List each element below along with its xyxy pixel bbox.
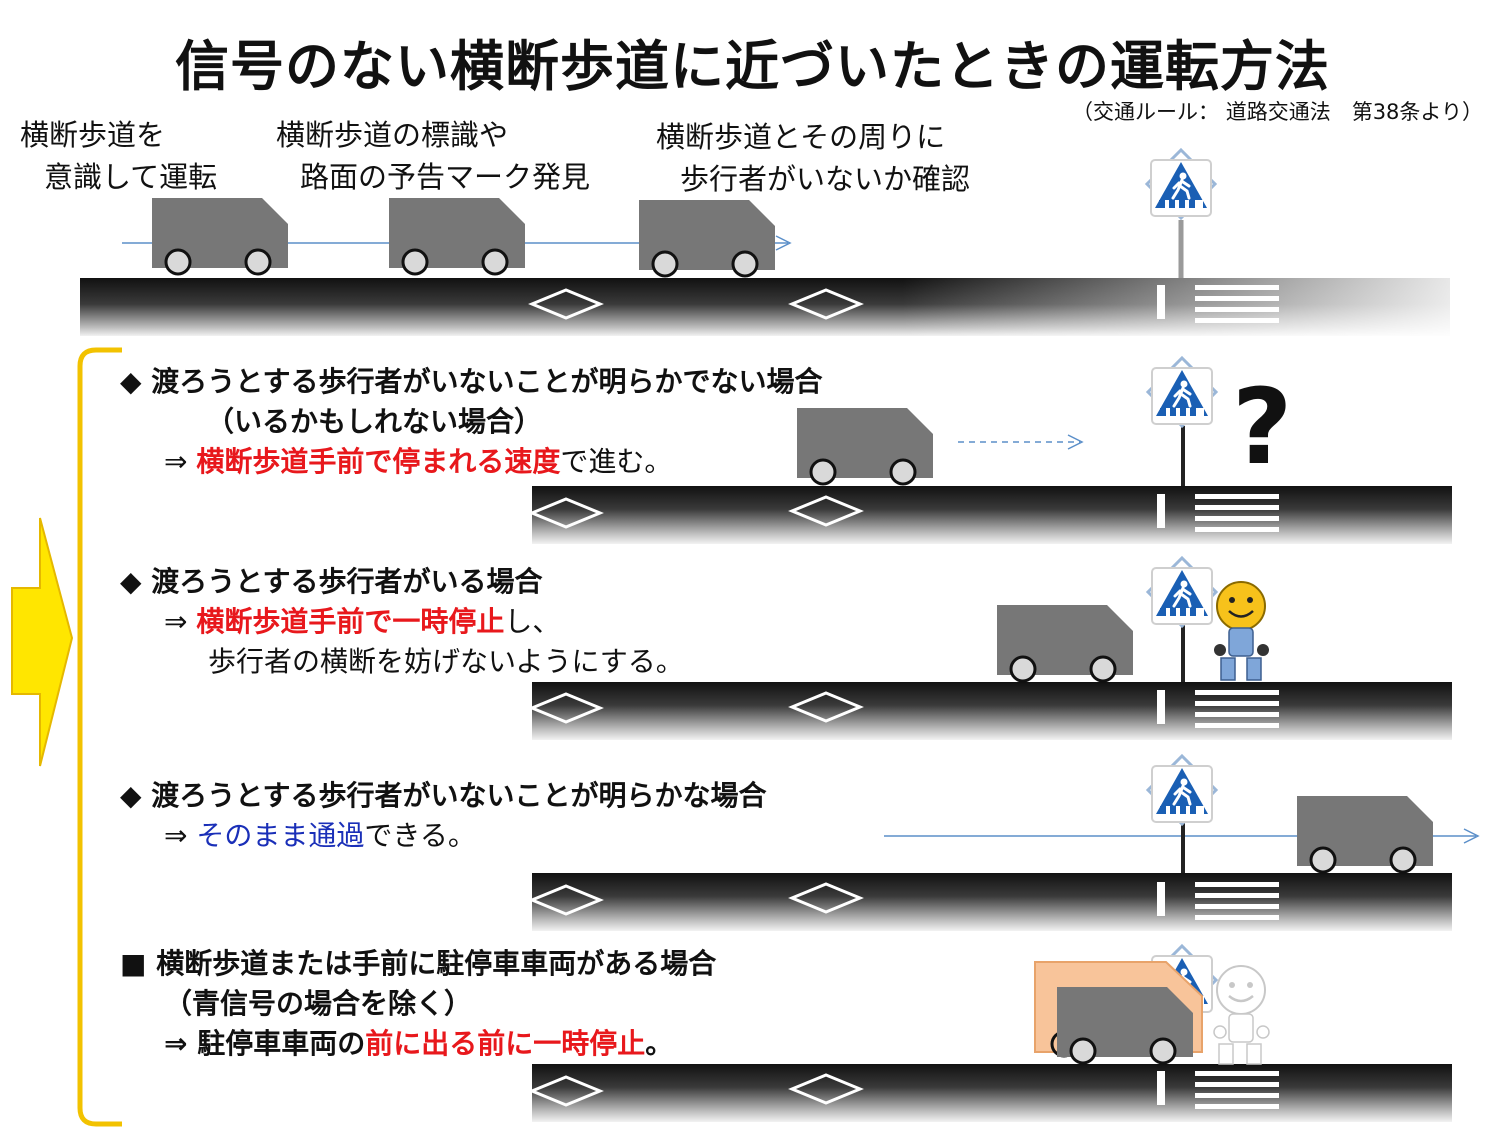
crosswalk-sign-icon (1146, 556, 1218, 682)
case-4-pre: 駐停車車両の (197, 1027, 366, 1060)
case-1-emphasis: 横断歩道手前で停まれる速度 (196, 445, 561, 478)
implies-icon: ⇒ (164, 819, 188, 852)
step-2-text: 横断歩道の標識や 路面の予告マーク発見 (276, 114, 590, 198)
truck-icon (995, 603, 1135, 683)
truck-icon (1055, 985, 1195, 1065)
zebra-crossing (1157, 882, 1279, 920)
zebra-crossing (1157, 1071, 1279, 1109)
crosswalk-sign-icon (1146, 754, 1218, 873)
road-diamond-marking (790, 1073, 862, 1105)
case-4-text: ■ 横断歩道または手前に駐停車車両がある場合 （青信号の場合を除く） ⇒ 駐停車… (120, 944, 716, 1064)
crosswalk-sign-icon (1146, 356, 1218, 486)
page-title: 信号のない横断歩道に近づいたときの運転方法 (175, 35, 1330, 98)
diamond-bullet-icon: ◆ (120, 365, 142, 398)
diamond-bullet-icon: ◆ (120, 779, 142, 812)
zebra-crossing (1157, 494, 1279, 532)
case-1-heading: 渡ろうとする歩行者がいないことが明らかでない場合 (151, 365, 823, 398)
crosswalk-sign-icon (1145, 148, 1217, 278)
case-1-dashed-arrow (958, 434, 1084, 450)
case-2-road (532, 682, 1452, 740)
step-2-line2: 路面の予告マーク発見 (300, 160, 591, 194)
step-3-line2: 歩行者がいないか確認 (680, 162, 971, 196)
faded-pedestrian-icon (1213, 965, 1270, 1065)
road-diamond-marking (790, 495, 862, 527)
step-3-text: 横断歩道とその周りに 歩行者がいないか確認 (656, 116, 970, 200)
step-1-line1: 横断歩道を (20, 118, 166, 152)
case-4-sub: （青信号の場合を除く） (164, 987, 473, 1020)
case-3-road (532, 873, 1452, 931)
case-4-rest: 。 (645, 1027, 674, 1060)
truck-icon (637, 198, 777, 278)
smiley-pedestrian-icon (1214, 581, 1269, 681)
implies-icon: ⇒ (164, 445, 188, 478)
case-2-line3: 歩行者の横断を妨げないようにする。 (208, 645, 684, 678)
truck-icon (387, 196, 527, 276)
case-2-text: ◆ 渡ろうとする歩行者がいる場合 ⇒ 横断歩道手前で一時停止し、 歩行者の横断を… (120, 562, 684, 682)
case-2-rest: し、 (504, 605, 561, 638)
case-3-text: ◆ 渡ろうとする歩行者がいないことが明らかな場合 ⇒ そのまま通過できる。 (120, 776, 766, 856)
diamond-bullet-icon: ◆ (120, 565, 142, 598)
case-2-heading: 渡ろうとする歩行者がいる場合 (151, 565, 543, 598)
step-1-text: 横断歩道を 意識して運転 (20, 114, 217, 198)
road-diamond-marking (790, 691, 862, 723)
road-diamond-marking (530, 692, 602, 724)
case-3-rest: できる。 (364, 819, 476, 852)
case-1-rest: で進む。 (560, 445, 673, 478)
source-note: （交通ルール： 道路交通法 第38条より） (1072, 100, 1483, 124)
case-2-emphasis: 横断歩道手前で一時停止 (196, 605, 505, 638)
yellow-arrow (11, 517, 74, 767)
road-diamond-marking (530, 288, 602, 320)
road-diamond-marking (790, 882, 862, 914)
case-4-road (532, 1064, 1452, 1122)
road-diamond-marking (790, 288, 862, 320)
road-diamond-marking (530, 884, 602, 916)
square-bullet-icon: ■ (120, 947, 147, 980)
truck-icon (150, 196, 290, 276)
case-1-road (532, 486, 1452, 544)
step-3-line1: 横断歩道とその周りに (656, 120, 946, 154)
zebra-crossing (1157, 690, 1279, 728)
case-1-text: ◆ 渡ろうとする歩行者がいないことが明らかでない場合 （いるかもしれない場合） … (120, 362, 822, 482)
case-3-heading: 渡ろうとする歩行者がいないことが明らかな場合 (151, 779, 767, 812)
case-1-sub: （いるかもしれない場合） (206, 405, 543, 438)
implies-icon: ⇒ (164, 1027, 188, 1060)
case-3-emphasis: そのまま通過 (196, 819, 365, 852)
question-mark: ? (1232, 366, 1293, 488)
yellow-bracket (77, 347, 122, 1127)
case-4-heading: 横断歩道または手前に駐停車車両がある場合 (156, 947, 717, 980)
case-4-emphasis: 前に出る前に一時停止 (365, 1027, 646, 1060)
step-1-line2: 意識して運転 (44, 160, 218, 194)
zebra-crossing (1157, 285, 1279, 323)
truck-icon (1295, 794, 1435, 874)
road-diamond-marking (530, 497, 602, 529)
implies-icon: ⇒ (164, 605, 188, 638)
step-2-line1: 横断歩道の標識や (276, 118, 509, 152)
road-diamond-marking (530, 1075, 602, 1107)
